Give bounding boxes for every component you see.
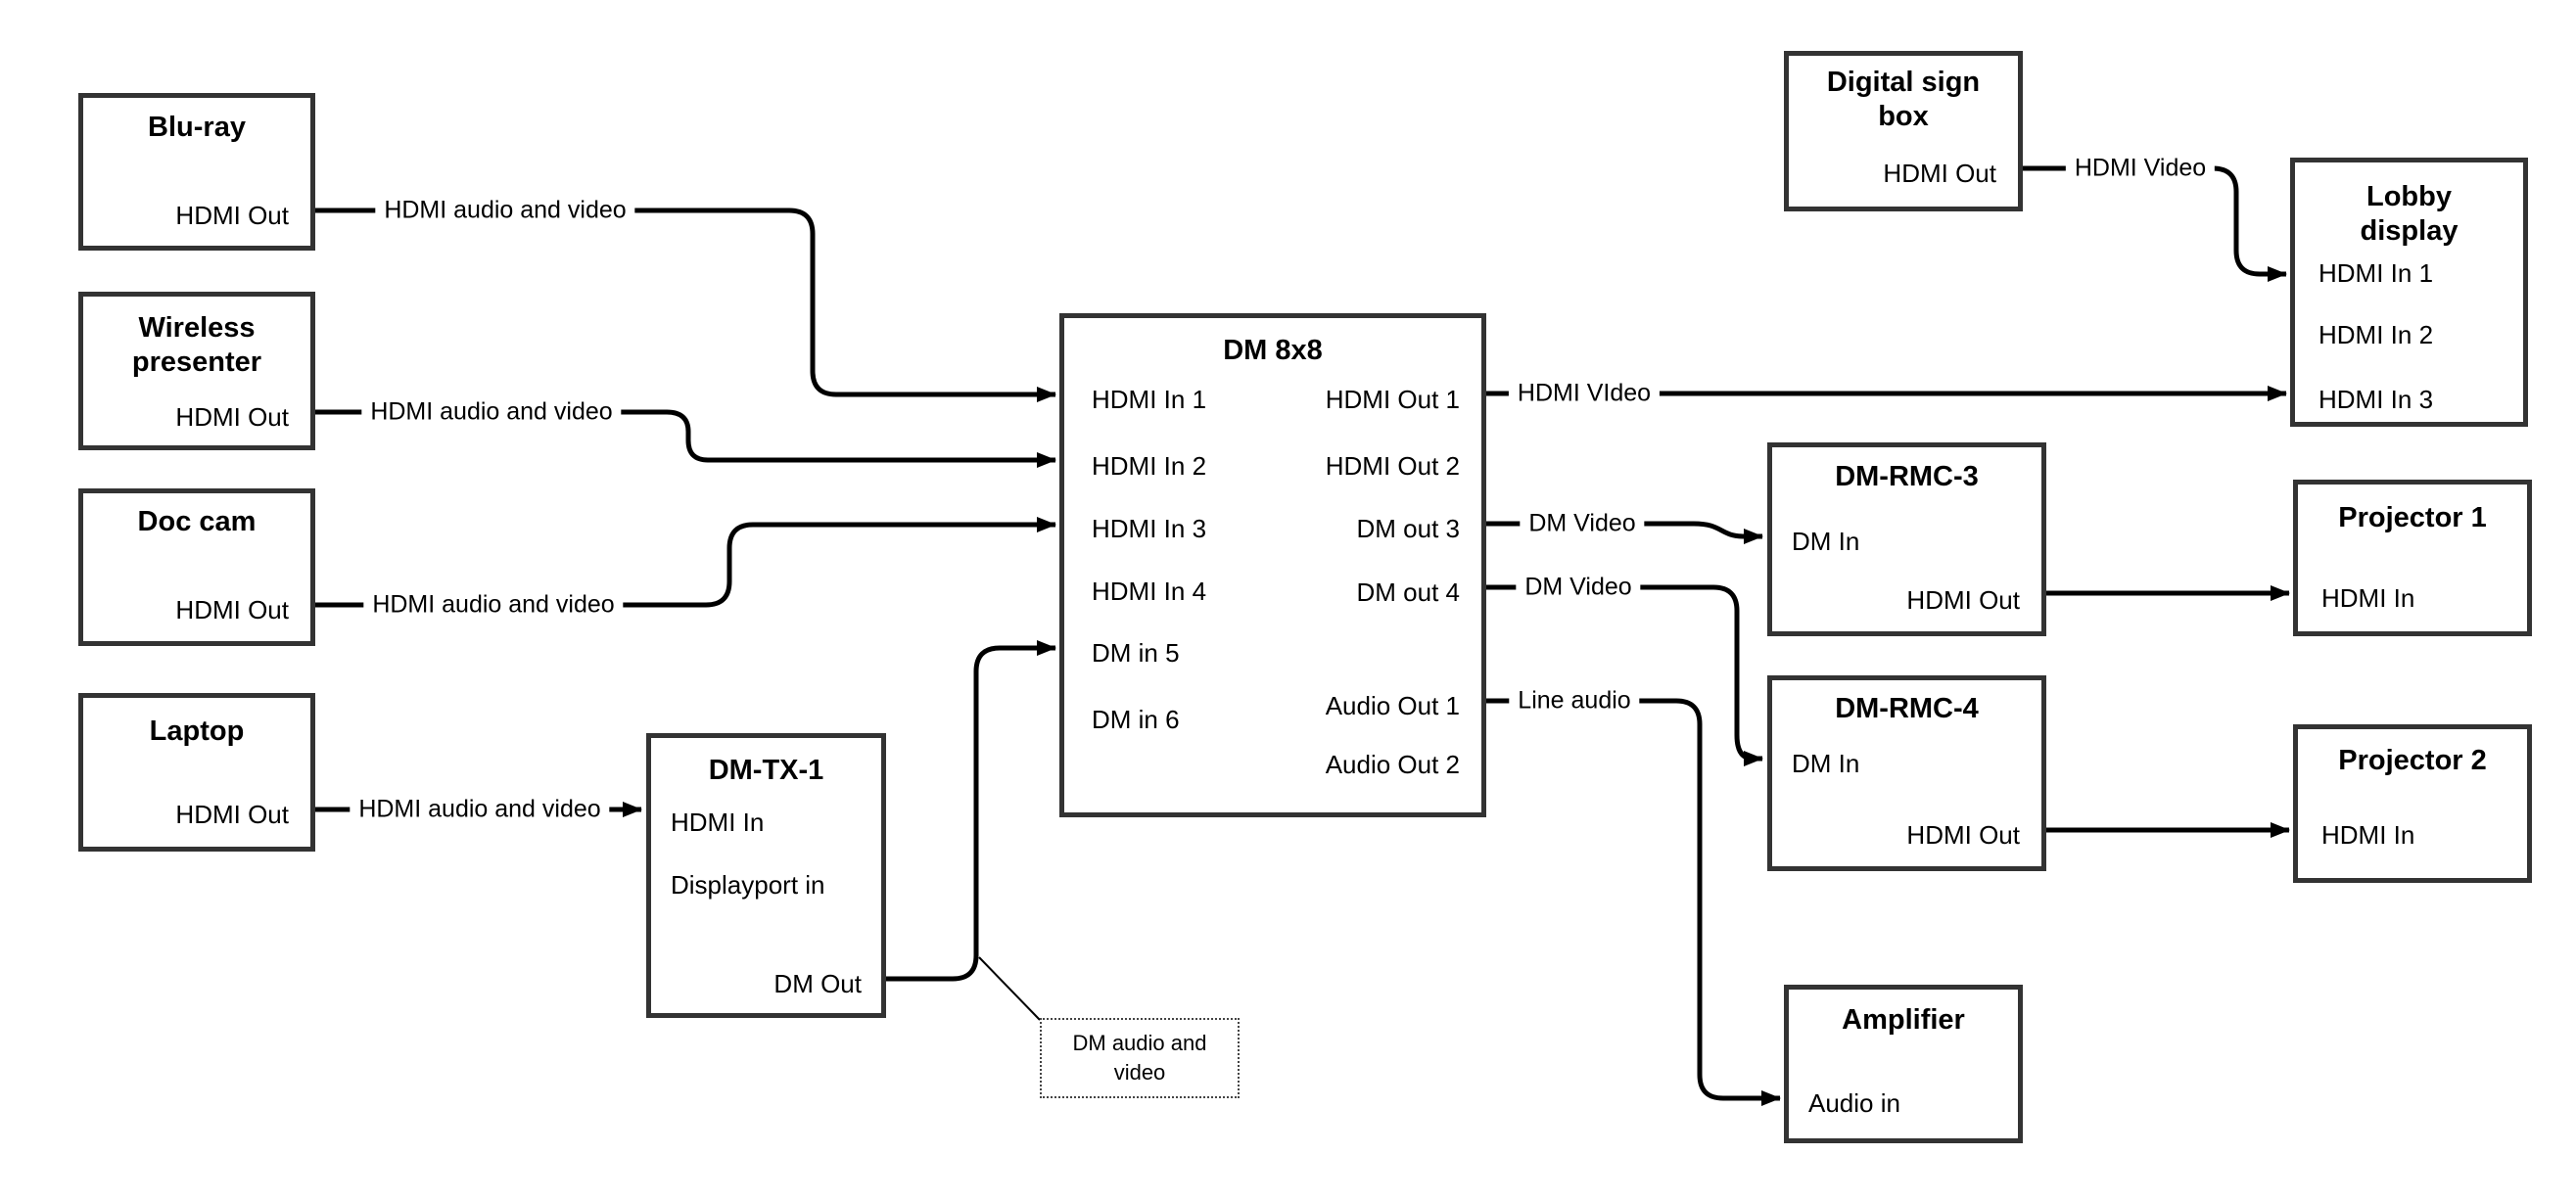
callout-leader-line (978, 956, 1041, 1021)
node-projector-2: Projector 2 HDMI In (2293, 724, 2532, 883)
edge-label-audio-out1: Line audio (1509, 686, 1640, 716)
edge-label-hdmi-out1: HDMI VIdeo (1508, 379, 1661, 408)
port-hdmi-in: HDMI In (2321, 583, 2415, 613)
node-lobby-display: Lobby display HDMI In 1 HDMI In 2 HDMI I… (2290, 158, 2528, 427)
port-dm-out-4: DM out 4 (1356, 577, 1461, 607)
node-dm-rmc-4: DM-RMC-4 DM In HDMI Out (1767, 675, 2046, 871)
port-hdmi-in-2: HDMI In 2 (2318, 320, 2434, 349)
node-title: Laptop (149, 716, 245, 747)
node-title: DM-RMC-3 (1835, 461, 1979, 492)
edge-bluray-to-dm8x8-in1 (315, 208, 1056, 402)
port-hdmi-out: HDMI Out (1883, 159, 1996, 188)
node-dm-rmc-3: DM-RMC-3 DM In HDMI Out (1767, 442, 2046, 636)
port-hdmi-out: HDMI Out (175, 595, 289, 624)
node-doc-cam: Doc cam HDMI Out (78, 488, 315, 646)
port-hdmi-in-4: HDMI In 4 (1092, 577, 1207, 606)
edge-label-wireless: HDMI audio and video (361, 397, 622, 427)
node-title: Lobby display (2360, 181, 2459, 247)
port-hdmi-out: HDMI Out (175, 201, 289, 230)
port-hdmi-in-3: HDMI In 3 (2318, 385, 2434, 414)
edge-label-dm-out4: DM Video (1516, 573, 1641, 602)
node-title: Blu-ray (148, 112, 246, 143)
node-title: DM-RMC-4 (1835, 693, 1979, 724)
port-hdmi-out: HDMI Out (1906, 820, 2020, 850)
node-bluray: Blu-ray HDMI Out (78, 93, 315, 251)
node-title: Doc cam (137, 506, 257, 537)
node-laptop: Laptop HDMI Out (78, 693, 315, 852)
port-hdmi-out: HDMI Out (175, 402, 289, 432)
edge-dm8x8-out4-to-dmrmc4 (1484, 584, 1763, 766)
edge-label-digitalsign: HDMI Video (2065, 154, 2216, 183)
node-title: Wireless presenter (131, 312, 262, 378)
edge-label-bluray: HDMI audio and video (375, 196, 635, 225)
edge-label-dm-out3: DM Video (1520, 509, 1645, 538)
port-dm-in: DM In (1792, 749, 1860, 778)
port-hdmi-in: HDMI In (2321, 820, 2415, 850)
node-title: Digital sign box (1826, 67, 1981, 132)
node-title: DM 8x8 (1223, 335, 1323, 366)
port-hdmi-out-1: HDMI Out 1 (1325, 385, 1460, 414)
port-hdmi-in-1: HDMI In 1 (1092, 385, 1207, 414)
edge-label-laptop: HDMI audio and video (350, 795, 610, 824)
node-title: Projector 2 (2338, 745, 2487, 776)
node-title: Projector 1 (2338, 502, 2487, 533)
port-hdmi-out: HDMI Out (1906, 585, 2020, 615)
port-dm-out: DM Out (773, 969, 862, 998)
port-dm-in-5: DM in 5 (1092, 638, 1180, 668)
port-hdmi-in-3: HDMI In 3 (1092, 514, 1207, 543)
node-title: DM-TX-1 (708, 755, 824, 786)
node-dm-8x8: DM 8x8 HDMI In 1 HDMI In 2 HDMI In 3 HDM… (1059, 313, 1486, 817)
node-projector-1: Projector 1 HDMI In (2293, 480, 2532, 636)
port-dm-in: DM In (1792, 527, 1860, 556)
node-title: Amplifier (1842, 1004, 1965, 1036)
port-displayport-in: Displayport in (671, 870, 825, 900)
callout-dm-audio-video: DM audio and video (1040, 1018, 1240, 1098)
port-audio-in: Audio in (1808, 1088, 1900, 1118)
port-hdmi-in-2: HDMI In 2 (1092, 451, 1207, 481)
node-dm-tx-1: DM-TX-1 HDMI In Displayport in DM Out (646, 733, 886, 1018)
node-wireless-presenter: Wireless presenter HDMI Out (78, 292, 315, 450)
edge-dmtx1-to-dm8x8-in5 (884, 640, 1056, 982)
port-dm-out-3: DM out 3 (1356, 514, 1461, 543)
edge-label-doccam: HDMI audio and video (363, 590, 624, 620)
port-audio-out-1: Audio Out 1 (1325, 691, 1460, 720)
port-audio-out-2: Audio Out 2 (1325, 750, 1460, 779)
port-hdmi-in-1: HDMI In 1 (2318, 258, 2434, 288)
edge-dm8x8-aout1-to-amp (1484, 698, 1781, 1106)
port-hdmi-in: HDMI In (671, 808, 765, 837)
node-amplifier: Amplifier Audio in (1784, 985, 2023, 1143)
edge-digitalsign-to-lobby-in1 (2021, 165, 2287, 282)
node-digital-sign-box: Digital sign box HDMI Out (1784, 51, 2023, 211)
port-dm-in-6: DM in 6 (1092, 705, 1180, 734)
port-hdmi-out: HDMI Out (175, 800, 289, 829)
port-hdmi-out-2: HDMI Out 2 (1325, 451, 1460, 481)
